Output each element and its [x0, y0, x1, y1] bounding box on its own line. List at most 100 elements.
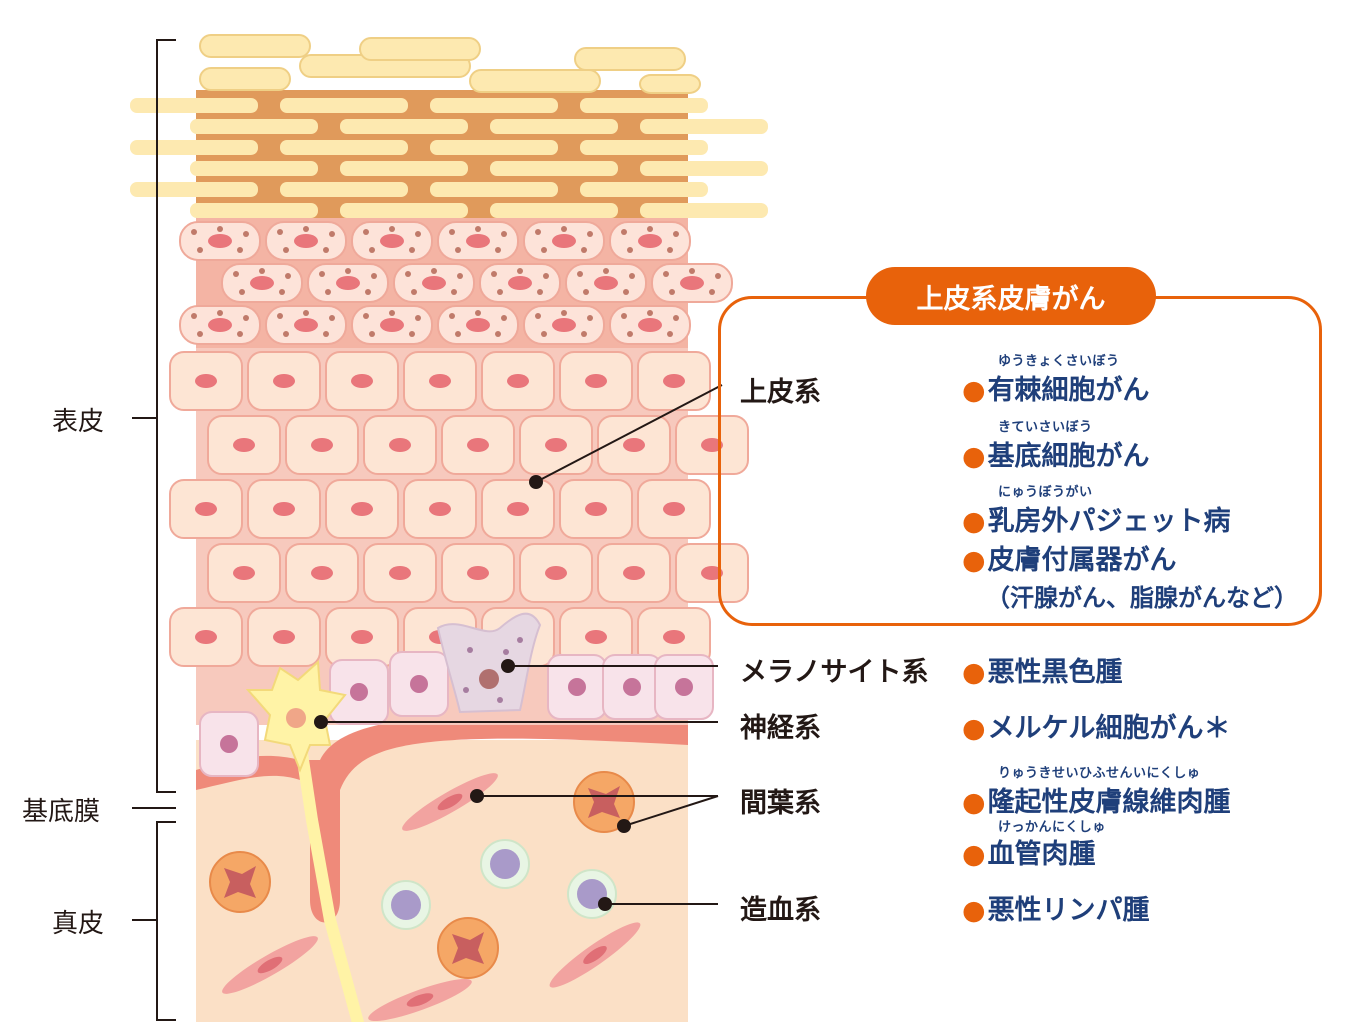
spinous-nucleus: [273, 630, 295, 644]
corneum-strip: [430, 182, 558, 197]
granular-nucleus: [208, 318, 232, 332]
spinous-nucleus: [273, 502, 295, 516]
dermis-label: 真皮: [52, 909, 105, 939]
granule: [389, 310, 395, 316]
granule: [623, 289, 629, 295]
bullet-dot: ●: [962, 441, 986, 472]
spinous-nucleus: [311, 566, 333, 580]
spinous-nucleus: [195, 502, 217, 516]
granular-nucleus: [208, 234, 232, 248]
dfsp-ruby: りゅうきせいひふせんいにくしゅ: [998, 766, 1201, 781]
granule: [541, 331, 547, 337]
granule: [495, 247, 501, 253]
spinous-nucleus: [351, 374, 373, 388]
basal-nucleus: [410, 675, 428, 693]
melanocyte-cell: [436, 612, 542, 714]
epidermis-label: 表皮: [52, 407, 105, 437]
skin-flake: [199, 67, 291, 91]
granule: [495, 331, 501, 337]
bullet-dot: ●: [962, 506, 986, 537]
bcc-ruby: きていさいぼう: [998, 420, 1093, 435]
fibroblast-nucleus: [583, 945, 607, 965]
granular-nucleus: [680, 276, 704, 290]
granule: [277, 313, 283, 319]
spinous-nucleus: [195, 374, 217, 388]
spinous-nucleus: [585, 630, 607, 644]
granule: [627, 331, 633, 337]
granular-nucleus: [638, 318, 662, 332]
fibroblast-nucleus: [437, 793, 463, 811]
granular-nucleus: [294, 234, 318, 248]
granular-nucleus: [466, 234, 490, 248]
spinous-nucleus: [701, 566, 723, 580]
vessel-lumen: [452, 932, 484, 964]
corneum-strip: [280, 98, 408, 113]
corneum-strip: [580, 98, 708, 113]
granule: [197, 247, 203, 253]
spinous-nucleus: [429, 374, 451, 388]
corneum-strip: [430, 140, 558, 155]
spinous-nucleus: [701, 438, 723, 452]
item-merkel-cell-carcinoma: ●メルケル細胞がん＊: [962, 706, 1231, 745]
granule: [577, 271, 583, 277]
skin-flake: [469, 69, 601, 93]
spinous-nucleus: [351, 502, 373, 516]
granule: [363, 229, 369, 235]
granule: [243, 315, 249, 321]
corneum-strip: [190, 203, 318, 218]
granule: [283, 331, 289, 337]
corneum-strip: [190, 161, 318, 176]
item-melanoma: ●悪性黒色腫: [962, 650, 1123, 689]
granule: [431, 268, 437, 274]
spinous-nucleus: [273, 374, 295, 388]
granule: [329, 315, 335, 321]
granule: [371, 273, 377, 279]
granule: [497, 289, 503, 295]
granule: [603, 268, 609, 274]
granule: [501, 231, 507, 237]
granule: [709, 289, 715, 295]
paget-ruby: にゅうぼうがい: [998, 485, 1093, 500]
spinous-nucleus: [545, 438, 567, 452]
granule: [409, 331, 415, 337]
granule: [389, 226, 395, 232]
granule: [217, 310, 223, 316]
spinous-nucleus: [585, 502, 607, 516]
item-label: 血管肉腫: [987, 839, 1096, 870]
spinous-nucleus: [389, 438, 411, 452]
category-mesenchymal: 間葉系: [740, 788, 821, 819]
granular-nucleus: [250, 276, 274, 290]
spinous-nucleus: [351, 630, 373, 644]
granule: [629, 273, 635, 279]
bullet-dot: ●: [962, 657, 986, 688]
granule: [627, 247, 633, 253]
granular-cell-group: [179, 221, 733, 345]
granule: [587, 231, 593, 237]
category-melanocyte: メラノサイト系: [740, 657, 929, 688]
granule: [415, 315, 421, 321]
spinous-cell-group: [169, 351, 749, 667]
basal-cell-group: [199, 651, 714, 777]
item-squamous-cell-carcinoma: ●有棘細胞がん: [962, 368, 1150, 407]
item-label: メルケル細胞がん＊: [987, 713, 1231, 744]
corneum-strip: [190, 119, 318, 134]
item-basal-cell-carcinoma: ●基底細胞がん: [962, 434, 1150, 473]
granule: [279, 289, 285, 295]
granule: [647, 310, 653, 316]
granule: [457, 273, 463, 279]
granule: [449, 229, 455, 235]
granular-nucleus: [638, 234, 662, 248]
granule: [363, 313, 369, 319]
corneum-strip: [130, 140, 258, 155]
angiosarcoma-ruby: けっかんにくしゅ: [998, 820, 1106, 835]
item-extramammary-paget: ●乳房外パジェット病: [962, 499, 1231, 538]
granular-nucleus: [336, 276, 360, 290]
spinous-nucleus: [663, 630, 685, 644]
item-label: 有棘細胞がん: [987, 375, 1150, 406]
basal-nucleus: [675, 678, 693, 696]
granule: [535, 313, 541, 319]
spinous-nucleus: [623, 566, 645, 580]
corneum-strip: [580, 140, 708, 155]
granule: [543, 273, 549, 279]
skin-flake: [574, 47, 686, 71]
